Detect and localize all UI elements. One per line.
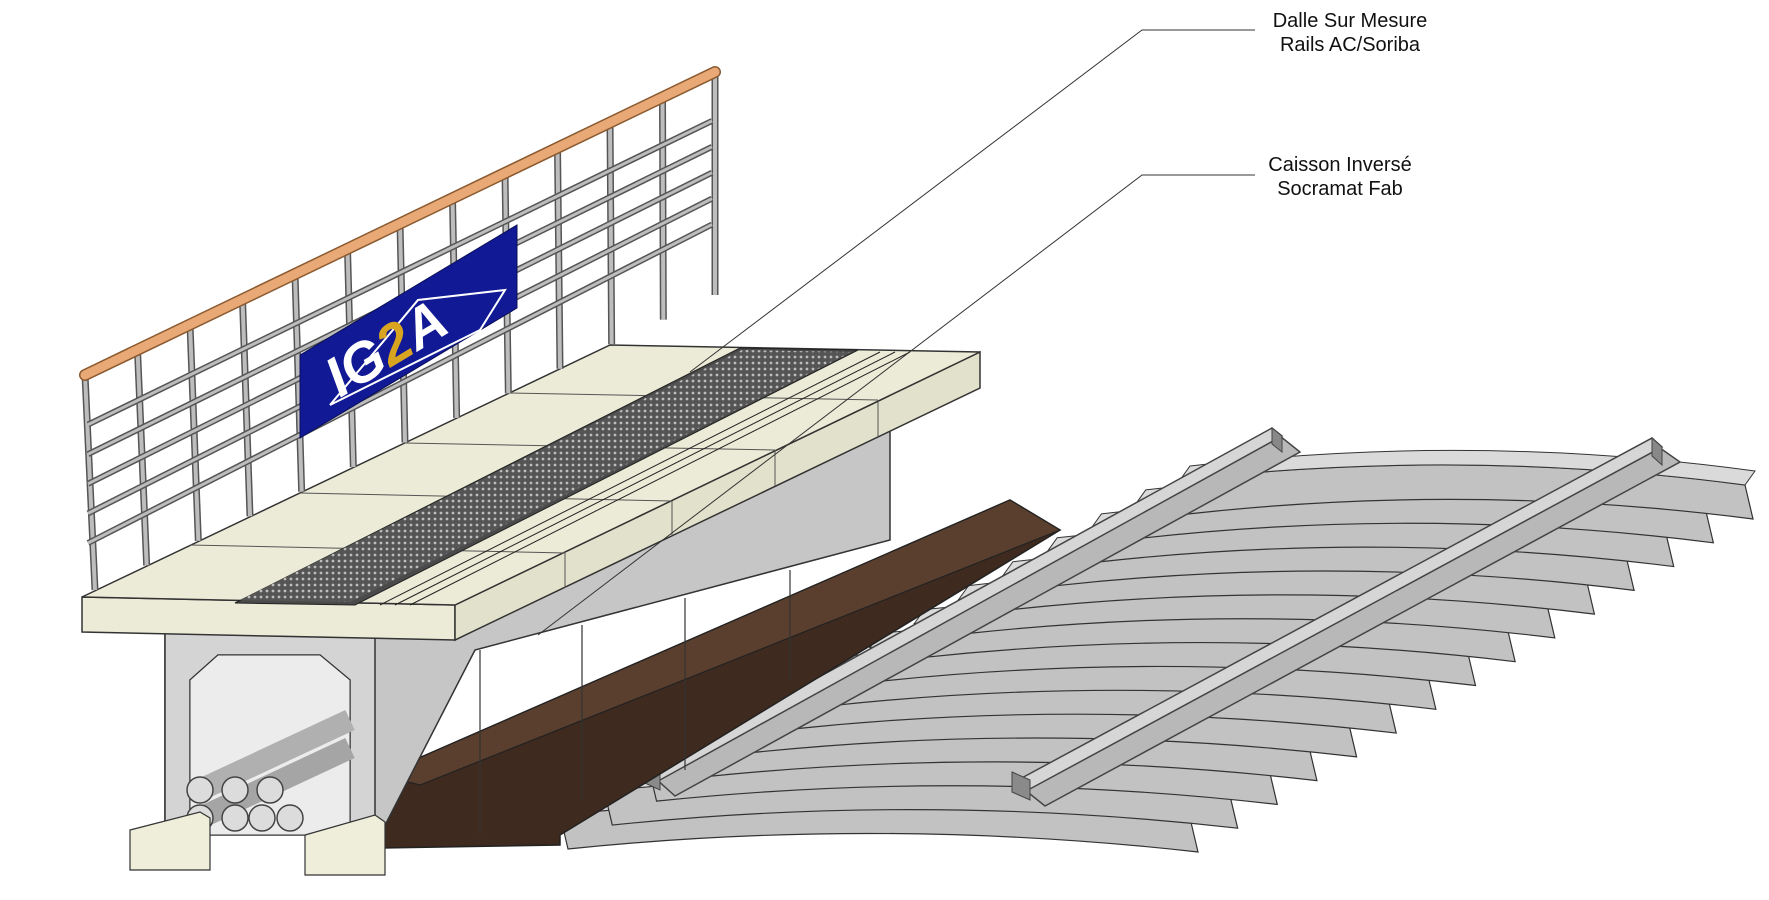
callout-dalle-line2: Rails AC/Soriba [1280,34,1421,56]
ig2a-sign: IG2A [299,224,518,439]
callout-leaders [537,29,1255,636]
conduit-pipes [186,710,355,832]
callout-dalle-line1: Dalle Sur Mesure [1273,10,1428,32]
callout-caisson-line2: Socramat Fab [1277,178,1403,200]
footings [129,811,386,876]
rail-right [1011,436,1682,807]
rail-left [644,426,1302,797]
callout-dalle: Dalle Sur Mesure Rails AC/Soriba [1273,10,1428,56]
ballast [378,499,1062,849]
railing [79,66,721,591]
dalle-sur-mesure [81,344,981,642]
callout-caisson: Caisson Inversé Socramat Fab [1268,154,1411,200]
callout-caisson-line1: Caisson Inversé [1268,154,1411,176]
